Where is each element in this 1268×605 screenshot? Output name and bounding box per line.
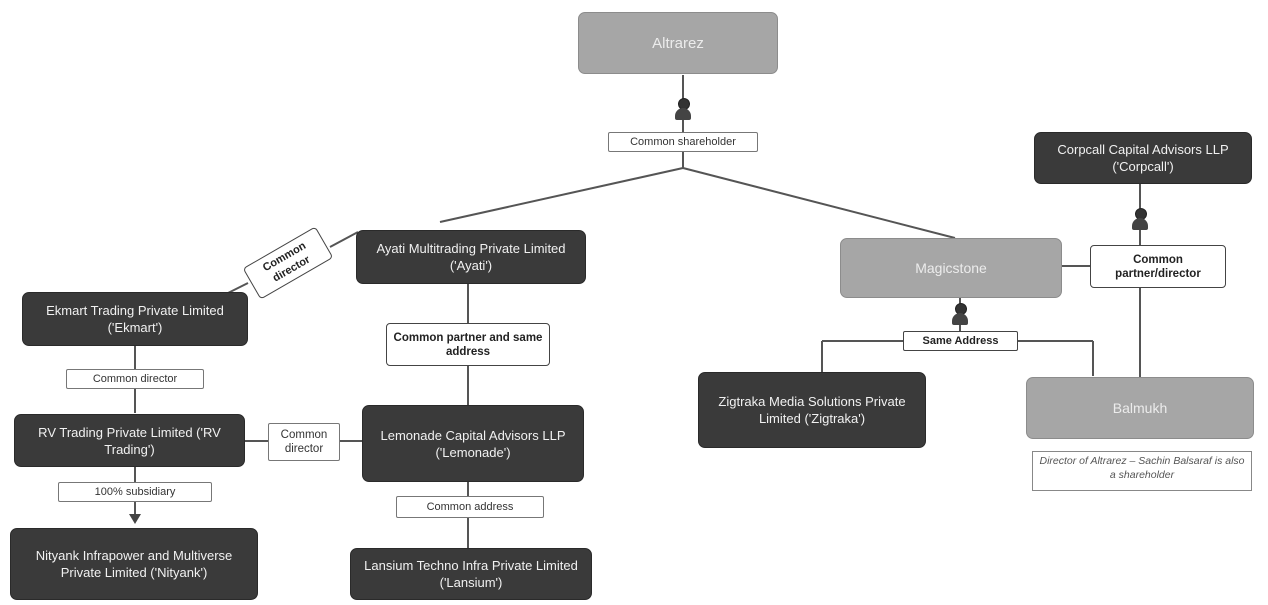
label-same-address: Same Address xyxy=(903,331,1018,351)
person-icon xyxy=(675,98,691,122)
node-rv-trading: RV Trading Private Limited ('RV Trading'… xyxy=(14,414,245,467)
person-icon xyxy=(952,303,968,327)
node-lemonade: Lemonade Capital Advisors LLP ('Lemonade… xyxy=(362,405,584,482)
node-nityank: Nityank Infrapower and Multiverse Privat… xyxy=(10,528,258,600)
node-altrarez: Altrarez xyxy=(578,12,778,74)
person-icon xyxy=(1132,208,1148,232)
label-common-address: Common address xyxy=(396,496,544,518)
label-common-director-ekmart: Common director xyxy=(66,369,204,389)
node-lansium: Lansium Techno Infra Private Limited ('L… xyxy=(350,548,592,600)
label-common-partner-director: Common partner/director xyxy=(1090,245,1226,288)
label-common-partner-same-address: Common partner and same address xyxy=(386,323,550,366)
node-zigtraka: Zigtraka Media Solutions Private Limited… xyxy=(698,372,926,448)
node-balmukh: Balmukh xyxy=(1026,377,1254,439)
node-magicstone: Magicstone xyxy=(840,238,1062,298)
node-corpcall: Corpcall Capital Advisors LLP ('Corpcall… xyxy=(1034,132,1252,184)
label-100-subsidiary: 100% subsidiary xyxy=(58,482,212,502)
label-common-director-rv: Common director xyxy=(268,423,340,461)
node-ekmart: Ekmart Trading Private Limited ('Ekmart'… xyxy=(22,292,248,346)
node-ayati: Ayati Multitrading Private Limited ('Aya… xyxy=(356,230,586,284)
note-balmukh: Director of Altrarez – Sachin Balsaraf i… xyxy=(1032,451,1252,491)
label-common-shareholder: Common shareholder xyxy=(608,132,758,152)
